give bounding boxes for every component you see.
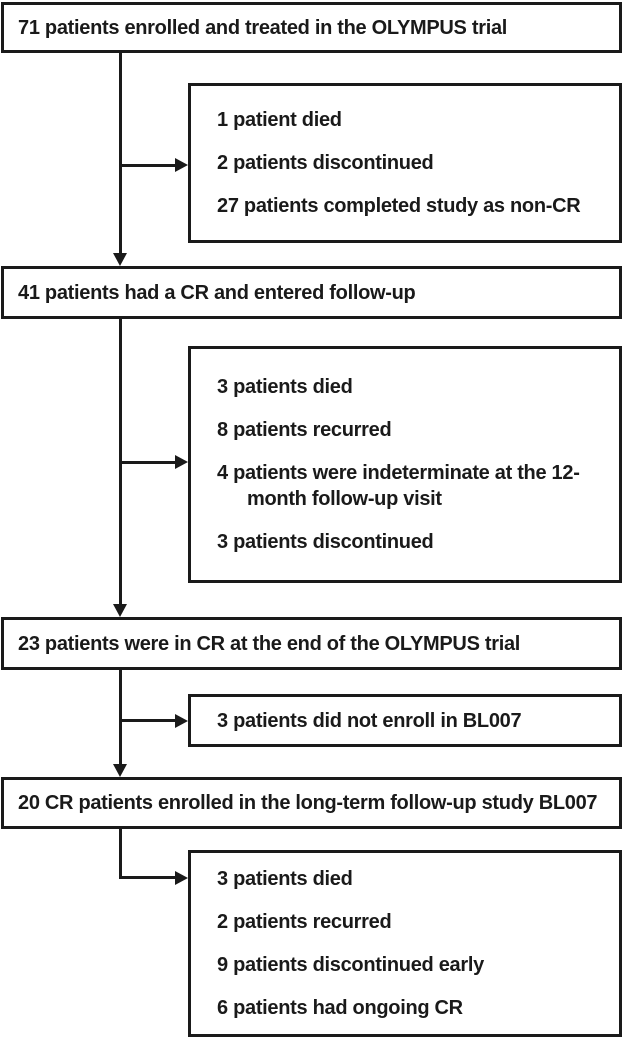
side-box-olympus-treatment-exits: 1 patient died 2 patients discontinued 2… bbox=[188, 83, 622, 243]
side-box-item: 4 patients were indeterminate at the 12-… bbox=[217, 462, 580, 510]
arrow-down-icon-2 bbox=[113, 604, 127, 617]
main-box-bl007-enrolled: 20 CR patients enrolled in the long-term… bbox=[1, 777, 622, 829]
side-box-item: 3 patients died bbox=[217, 868, 353, 890]
arrow-down-icon-3 bbox=[113, 764, 127, 777]
connector-branch-4 bbox=[119, 876, 175, 879]
arrow-right-icon-1 bbox=[175, 158, 188, 172]
arrow-down-icon-1 bbox=[113, 253, 127, 266]
side-box-not-enrolled-bl007: 3 patients did not enroll in BL007 bbox=[188, 694, 622, 747]
arrow-right-icon-4 bbox=[175, 871, 188, 885]
connector-down-3 bbox=[119, 670, 122, 764]
main-box-enrolled: 71 patients enrolled and treated in the … bbox=[1, 2, 622, 53]
connector-branch-1 bbox=[119, 164, 175, 167]
side-box-followup-exits: 3 patients died 8 patients recurred 4 pa… bbox=[188, 346, 622, 583]
main-box-cr-followup: 41 patients had a CR and entered follow-… bbox=[1, 266, 622, 319]
main-box-bl007-enrolled-text: 20 CR patients enrolled in the long-term… bbox=[18, 792, 598, 814]
side-box-item: 27 patients completed study as non-CR bbox=[217, 195, 581, 217]
side-box-item: 6 patients had ongoing CR bbox=[217, 997, 463, 1019]
connector-branch-3 bbox=[119, 719, 175, 722]
connector-down-1 bbox=[119, 53, 122, 253]
main-box-cr-end-olympus: 23 patients were in CR at the end of the… bbox=[1, 617, 622, 670]
side-box-item: 1 patient died bbox=[217, 109, 342, 131]
main-box-cr-followup-text: 41 patients had a CR and entered follow-… bbox=[18, 281, 416, 304]
side-box-item: 8 patients recurred bbox=[217, 419, 392, 441]
connector-branch-2 bbox=[119, 461, 175, 464]
side-box-item: 3 patients discontinued bbox=[217, 531, 434, 553]
arrow-right-icon-3 bbox=[175, 714, 188, 728]
side-box-item: 9 patients discontinued early bbox=[217, 954, 484, 976]
side-box-item: 2 patients discontinued bbox=[217, 152, 434, 174]
side-box-item: 3 patients died bbox=[217, 376, 353, 398]
connector-down-4 bbox=[119, 829, 122, 879]
side-box-bl007-outcomes: 3 patients died 2 patients recurred 9 pa… bbox=[188, 850, 622, 1037]
side-box-item: 2 patients recurred bbox=[217, 911, 392, 933]
arrow-right-icon-2 bbox=[175, 455, 188, 469]
main-box-cr-end-olympus-text: 23 patients were in CR at the end of the… bbox=[18, 632, 521, 655]
side-box-item: 3 patients did not enroll in BL007 bbox=[217, 709, 522, 732]
main-box-enrolled-text: 71 patients enrolled and treated in the … bbox=[18, 16, 508, 39]
